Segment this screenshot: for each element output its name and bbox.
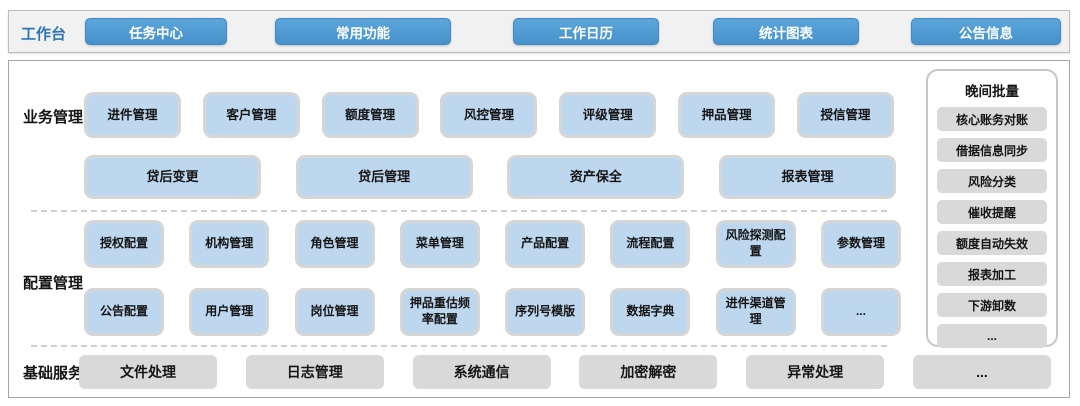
service-box[interactable]: 系统通信: [412, 355, 551, 389]
module-box[interactable]: 产品配置: [505, 220, 586, 268]
workbench-nav: 任务中心 常用功能 工作日历 统计图表 公告信息: [9, 11, 1069, 52]
module-box[interactable]: 贷后管理: [295, 155, 473, 199]
divider-dashed-2: [31, 345, 887, 347]
night-batch-title: 晚间批量: [965, 84, 1019, 99]
module-box[interactable]: 评级管理: [559, 92, 657, 138]
module-box[interactable]: 序列号模版: [505, 288, 586, 336]
config-row-2: 公告配置用户管理岗位管理押品重估频率配置序列号模版数据字典进件渠道管理...: [84, 288, 901, 336]
module-box[interactable]: 授权配置: [84, 220, 164, 268]
workbench-nav-button[interactable]: 工作日历: [513, 18, 659, 45]
service-box[interactable]: ...: [912, 355, 1051, 389]
business-row-2: 贷后变更贷后管理资产保全报表管理: [84, 155, 896, 199]
night-batch-item[interactable]: 额度自动失效: [937, 231, 1047, 255]
service-box[interactable]: 异常处理: [746, 355, 885, 389]
service-box[interactable]: 日志管理: [245, 355, 384, 389]
workbench-label: 工作台: [21, 26, 67, 43]
night-batch-item[interactable]: 下游卸数: [937, 293, 1047, 317]
module-box[interactable]: 公告配置: [84, 288, 164, 336]
module-box[interactable]: 岗位管理: [294, 288, 375, 336]
divider-dashed-1: [31, 210, 887, 212]
module-box[interactable]: 用户管理: [189, 288, 270, 336]
business-row-1: 进件管理客户管理额度管理风控管理评级管理押品管理授信管理: [84, 92, 894, 138]
night-batch-item[interactable]: 风险分类: [937, 169, 1047, 193]
module-box[interactable]: 数据字典: [610, 288, 691, 336]
module-box[interactable]: 菜单管理: [399, 220, 480, 268]
workbench-nav-button[interactable]: 常用功能: [275, 18, 451, 45]
module-box[interactable]: 流程配置: [610, 220, 691, 268]
module-box[interactable]: 资产保全: [507, 155, 685, 199]
night-batch-item[interactable]: 核心账务对账: [937, 107, 1047, 131]
workbench-nav-button[interactable]: 统计图表: [713, 18, 859, 45]
module-box[interactable]: 进件管理: [84, 92, 181, 138]
module-box[interactable]: 贷后变更: [84, 155, 261, 199]
module-box[interactable]: 报表管理: [718, 155, 896, 199]
night-batch-item[interactable]: 报表加工: [937, 262, 1047, 286]
module-box[interactable]: 风控管理: [440, 92, 538, 138]
night-batch-list: 核心账务对账借据信息同步风险分类催收提醒额度自动失效报表加工下游卸数...: [937, 107, 1047, 348]
module-box[interactable]: 授信管理: [796, 92, 894, 138]
module-box[interactable]: 客户管理: [202, 92, 300, 138]
night-batch-item[interactable]: 催收提醒: [937, 200, 1047, 224]
night-batch-item[interactable]: ...: [937, 324, 1047, 348]
night-batch-item[interactable]: 借据信息同步: [937, 138, 1047, 162]
section-label-basic: 基础服务: [23, 365, 84, 382]
config-row-1: 授权配置机构管理角色管理菜单管理产品配置流程配置风险探测配置参数管理: [84, 220, 901, 268]
workbench-nav-button[interactable]: 公告信息: [911, 18, 1061, 45]
section-label-business: 业务管理: [23, 109, 84, 126]
module-box[interactable]: ...: [820, 288, 901, 336]
workbench-bar: 工作台 任务中心 常用功能 工作日历 统计图表 公告信息: [8, 10, 1070, 53]
module-box[interactable]: 参数管理: [820, 220, 901, 268]
module-box[interactable]: 押品管理: [678, 92, 776, 138]
module-box[interactable]: 进件渠道管理: [715, 288, 796, 336]
basic-services-row: 文件处理日志管理系统通信加密解密异常处理...: [79, 355, 1051, 389]
night-batch-panel: 晚间批量 核心账务对账借据信息同步风险分类催收提醒额度自动失效报表加工下游卸数.…: [926, 69, 1058, 348]
main-panel: 业务管理 进件管理客户管理额度管理风控管理评级管理押品管理授信管理 贷后变更贷后…: [8, 60, 1070, 398]
module-box[interactable]: 押品重估频率配置: [399, 288, 480, 336]
service-box[interactable]: 加密解密: [579, 355, 718, 389]
service-box[interactable]: 文件处理: [79, 355, 217, 389]
workbench-nav-button[interactable]: 任务中心: [85, 18, 227, 45]
module-box[interactable]: 角色管理: [294, 220, 375, 268]
module-box[interactable]: 额度管理: [321, 92, 419, 138]
module-box[interactable]: 风险探测配置: [715, 220, 796, 268]
section-label-config: 配置管理: [23, 275, 84, 292]
module-box[interactable]: 机构管理: [189, 220, 270, 268]
